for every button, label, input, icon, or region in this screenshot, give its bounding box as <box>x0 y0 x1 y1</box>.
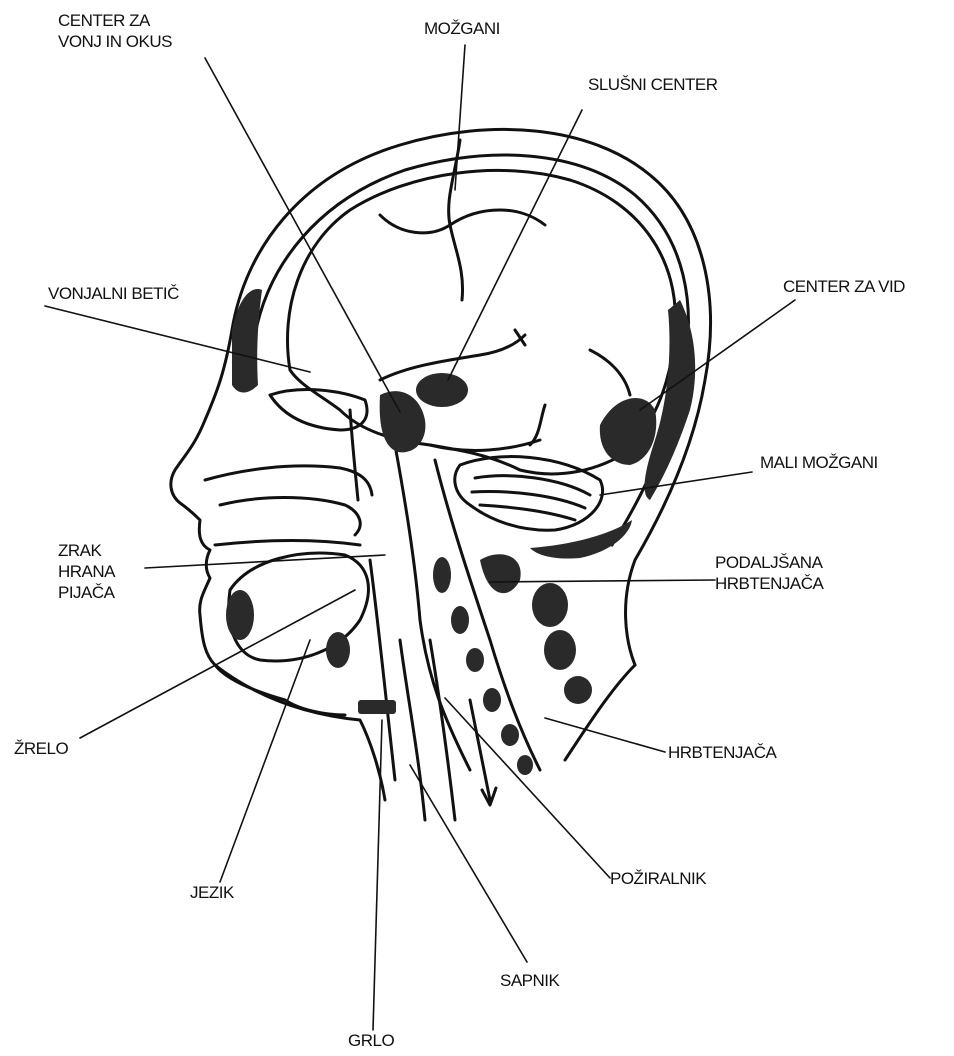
label-line: PIJAČA <box>58 582 115 603</box>
shade-vertebra <box>501 724 519 746</box>
leader-trachea <box>410 765 527 962</box>
label-line: HRANA <box>58 561 115 582</box>
label-tongue: JEZIK <box>190 882 234 903</box>
shade-neck-muscle <box>480 554 521 593</box>
label-line: PODALJŠANA <box>715 552 823 573</box>
shade-cerebellum-lower <box>530 520 632 559</box>
brain-fold <box>530 405 545 445</box>
brain-fold <box>430 440 540 450</box>
shade-vertebra <box>483 688 501 712</box>
food-arrow <box>470 700 490 800</box>
pharynx-tube <box>370 560 395 780</box>
label-hearing-center: SLUŠNI CENTER <box>588 74 718 95</box>
shade-vertebra <box>433 557 451 593</box>
shade-vision-center <box>600 398 656 465</box>
leader-esophagus <box>445 698 610 878</box>
label-olfactory-bulb: VONJALNI BETIČ <box>48 283 179 304</box>
label-cerebellum: MALI MOŽGANI <box>760 452 878 473</box>
shade-neck-bone <box>532 583 568 627</box>
face-profile <box>171 330 345 715</box>
shade-larynx <box>358 700 396 714</box>
shade-hearing-center <box>416 373 468 407</box>
label-trachea: SAPNIK <box>500 970 559 991</box>
shade-vertebra <box>517 755 533 775</box>
leader-hearing <box>448 110 582 380</box>
label-throat: GRLO <box>348 1030 394 1051</box>
leader-medulla <box>490 580 715 582</box>
leader-tongue <box>220 640 310 882</box>
shade-neck-bone <box>564 676 592 704</box>
shade-tonsil <box>326 632 350 668</box>
shade-vertebra <box>451 606 469 634</box>
label-center-smell-taste: CENTER ZA VONJ IN OKUS <box>58 10 172 52</box>
label-line: HRBTENJAČA <box>715 573 823 594</box>
label-vision-center: CENTER ZA VID <box>783 276 905 297</box>
brain-fold <box>380 215 450 233</box>
shade-occipital-bone <box>645 300 696 500</box>
shade-jaw-region <box>226 590 254 640</box>
label-spinal-cord: HRBTENJAČA <box>668 742 776 763</box>
brain-fold <box>380 335 525 380</box>
shade-neck-bone <box>544 630 576 670</box>
leader-brain <box>455 45 465 190</box>
leader-olfactory <box>45 306 310 372</box>
leader-air-food <box>145 555 385 568</box>
brain-fold <box>590 350 630 395</box>
label-esophagus: POŽIRALNIK <box>610 868 706 889</box>
leader-spinal-cord <box>545 718 665 752</box>
label-line: VONJ IN OKUS <box>58 31 172 52</box>
label-brain: MOŽGANI <box>424 18 500 39</box>
label-pharynx: ŽRELO <box>14 738 68 759</box>
label-line: CENTER ZA <box>58 10 172 31</box>
shade-smell-center <box>380 391 426 452</box>
palate <box>220 498 360 536</box>
trachea-tube <box>400 640 425 820</box>
shade-vertebra <box>466 648 484 672</box>
label-air-food-drink: ZRAK HRANA PIJAČA <box>58 540 115 603</box>
label-line: ZRAK <box>58 540 115 561</box>
leader-pharynx <box>80 590 355 738</box>
label-medulla: PODALJŠANA HRBTENJAČA <box>715 552 823 594</box>
leader-vision <box>640 300 795 410</box>
